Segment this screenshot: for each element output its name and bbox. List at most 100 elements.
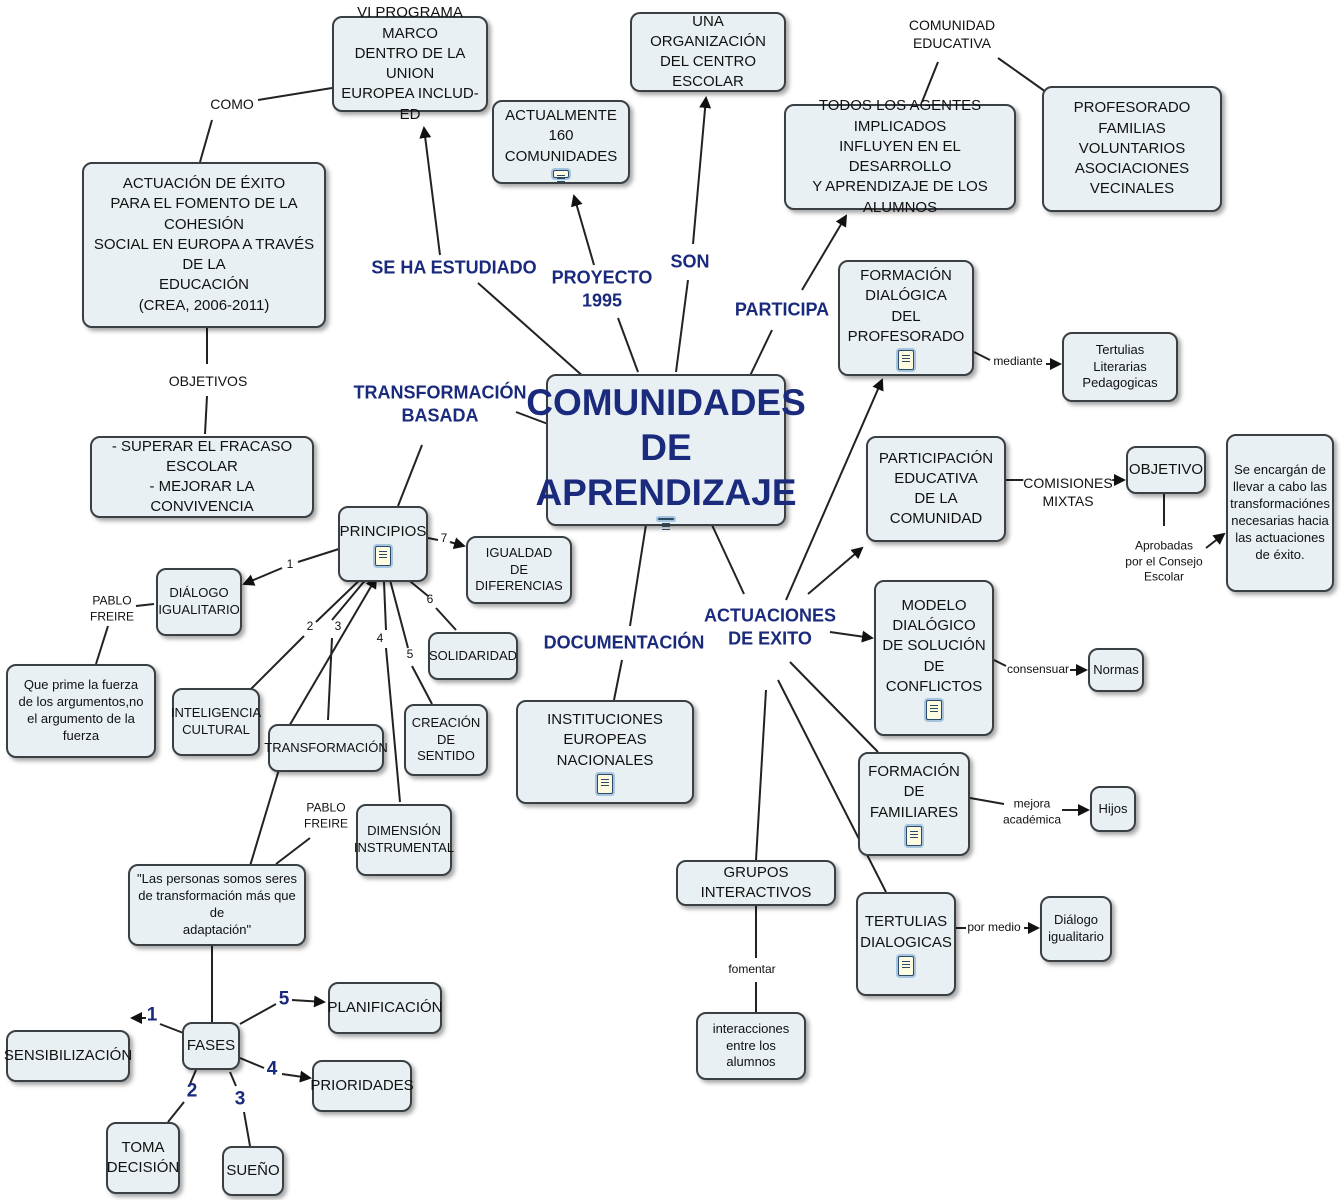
- node-se-encargan[interactable]: Se encargán de llevar a cabo las transfo…: [1226, 434, 1334, 592]
- node-text: Normas: [1093, 661, 1139, 677]
- node-text: PROFESORADO FAMILIAS VOLUNTARIOS ASOCIAC…: [1073, 99, 1191, 198]
- node-planificacion[interactable]: PLANIFICACIÓN: [327, 982, 443, 1034]
- label-objetivos: OBJETIVOS: [168, 371, 248, 391]
- node-solidaridad[interactable]: SOLIDARIDAD: [428, 632, 518, 680]
- node-text: Que prime la fuerza de los argumentos,no…: [18, 677, 144, 743]
- node-text: VI PROGRAMA MARCO DENTRO DE LA UNION EUR…: [341, 4, 479, 123]
- label-comisiones: COMISIONES MIXTAS: [1023, 473, 1113, 511]
- label-documentacion: DOCUMENTACIÓN: [543, 632, 705, 653]
- node-text: GRUPOS INTERACTIVOS: [700, 863, 812, 901]
- node-dialogo-igualitario[interactable]: DIÁLOGO IGUALITARIO: [156, 568, 242, 636]
- node-todos-agentes[interactable]: TODOS LOS AGENTES IMPLICADOS INFLUYEN EN…: [784, 97, 1016, 216]
- document-icon[interactable]: [658, 518, 674, 532]
- node-fases[interactable]: FASES: [182, 1022, 240, 1070]
- label-proyecto: PROYECTO 1995: [551, 267, 653, 311]
- node-objetivo[interactable]: OBJETIVO: [1126, 446, 1206, 494]
- node-participacion[interactable]: PARTICIPACIÓN EDUCATIVA DE LA COMUNIDAD: [866, 436, 1006, 542]
- node-que-prime[interactable]: Que prime la fuerza de los argumentos,no…: [6, 664, 156, 758]
- node-principios[interactable]: PRINCIPIOS: [338, 506, 428, 582]
- node-formacion-profesorado[interactable]: FORMACIÓN DIALÓGICA DEL PROFESORADO: [838, 260, 974, 376]
- node-organizacion[interactable]: UNA ORGANIZACIÓN DEL CENTRO ESCOLAR: [630, 12, 786, 92]
- node-transformacion[interactable]: TRANSFORMACIÓN: [264, 724, 388, 772]
- document-icon[interactable]: [597, 773, 613, 794]
- node-instituciones[interactable]: INSTITUCIONES EUROPEAS NACIONALES: [516, 700, 694, 804]
- node-igualdad[interactable]: IGUALDAD DE DIFERENCIAS: [466, 536, 572, 604]
- document-icon[interactable]: [375, 545, 391, 566]
- node-tertulias-dialogicas[interactable]: TERTULIAS DIALOGICAS: [856, 892, 956, 996]
- node-text: ACTUALMENTE 160 COMUNIDADES: [504, 107, 618, 165]
- label-fase-4: 4: [266, 1058, 278, 1080]
- label-num-1: 1: [286, 557, 294, 572]
- node-text: FASES: [186, 1036, 236, 1054]
- node-text: DIÁLOGO IGUALITARIO: [158, 585, 240, 617]
- label-fase-3: 3: [234, 1088, 246, 1110]
- label-se-ha-estudiado: SE HA ESTUDIADO: [371, 257, 537, 278]
- document-icon[interactable]: [553, 169, 569, 184]
- node-tertulias-literarias[interactable]: Tertulias Literarias Pedagogicas: [1062, 332, 1178, 402]
- document-icon[interactable]: [926, 700, 942, 721]
- node-text: PRIORIDADES: [310, 1076, 414, 1094]
- node-inteligencia[interactable]: INTELIGENCIA CULTURAL: [171, 688, 261, 756]
- node-sensibilizacion[interactable]: SENSIBILIZACIÓN: [3, 1030, 133, 1082]
- label-num-7: 7: [440, 531, 448, 546]
- label-como: COMO: [210, 94, 254, 114]
- label-son: SON: [670, 251, 710, 272]
- node-hijos[interactable]: Hijos: [1090, 786, 1136, 832]
- node-text: TERTULIAS DIALOGICAS: [860, 913, 952, 951]
- document-icon[interactable]: [898, 955, 914, 976]
- document-icon[interactable]: [898, 350, 914, 370]
- node-text: UNA ORGANIZACIÓN DEL CENTRO ESCOLAR: [650, 12, 766, 91]
- node-text: interacciones entre los alumnos: [712, 1020, 790, 1070]
- node-text: DIMENSIÓN INSTRUMENTAL: [353, 823, 455, 855]
- node-sueno[interactable]: SUEÑO: [222, 1146, 284, 1196]
- node-creacion[interactable]: CREACIÓN DE SENTIDO: [404, 704, 488, 776]
- label-mediante: mediante: [993, 354, 1043, 369]
- label-fase-1: 1: [146, 1004, 158, 1026]
- node-formacion-familiares[interactable]: FORMACIÓN DE FAMILIARES: [858, 752, 970, 856]
- label-num-3: 3: [334, 619, 342, 634]
- label-transformacion-basada: TRANSFORMACIÓN BASADA: [353, 382, 527, 426]
- node-text: Hijos: [1098, 800, 1128, 816]
- node-normas[interactable]: Normas: [1088, 648, 1144, 692]
- document-icon[interactable]: [906, 825, 922, 846]
- node-text: TODOS LOS AGENTES IMPLICADOS INFLUYEN EN…: [812, 97, 988, 216]
- node-text: INSTITUCIONES EUROPEAS NACIONALES: [547, 711, 663, 769]
- node-text: PLANIFICACIÓN: [327, 998, 443, 1016]
- main-concept-node[interactable]: COMUNIDADES DE APRENDIZAJE: [526, 374, 806, 532]
- label-num-5: 5: [406, 647, 414, 662]
- node-profesorado[interactable]: PROFESORADO FAMILIAS VOLUNTARIOS ASOCIAC…: [1042, 86, 1222, 212]
- label-por-medio: por medio: [967, 920, 1021, 935]
- node-dimension[interactable]: DIMENSIÓN INSTRUMENTAL: [353, 804, 455, 876]
- node-actuacion-exito[interactable]: ACTUACIÓN DE ÉXITO PARA EL FOMENTO DE LA…: [82, 162, 326, 328]
- node-vi-programa[interactable]: VI PROGRAMA MARCO DENTRO DE LA UNION EUR…: [332, 4, 488, 123]
- node-text: MODELO DIALÓGICO DE SOLUCIÓN DE CONFLICT…: [882, 596, 986, 695]
- node-text: Se encargán de llevar a cabo las transfo…: [1230, 462, 1330, 562]
- node-toma-decision[interactable]: TOMA DECISIÓN: [106, 1122, 180, 1194]
- node-actualmente[interactable]: ACTUALMENTE 160 COMUNIDADES: [492, 100, 630, 184]
- node-modelo[interactable]: MODELO DIALÓGICO DE SOLUCIÓN DE CONFLICT…: [874, 580, 994, 736]
- label-pablo-freire-1: PABLO FREIRE: [89, 593, 135, 623]
- label-num-2: 2: [306, 619, 314, 634]
- node-text: OBJETIVO: [1128, 460, 1204, 478]
- label-aprobadas: Aprobadas por el Consejo Escolar: [1125, 538, 1203, 584]
- node-text: CREACIÓN DE SENTIDO: [411, 714, 481, 764]
- node-text: FORMACIÓN DE FAMILIARES: [868, 763, 960, 821]
- node-prioridades[interactable]: PRIORIDADES: [310, 1060, 414, 1112]
- node-text: SENSIBILIZACIÓN: [3, 1046, 133, 1064]
- label-participa: PARTICIPA: [734, 299, 830, 320]
- node-text: SUEÑO: [226, 1161, 280, 1179]
- main-concept-text: COMUNIDADES DE APRENDIZAJE: [526, 381, 806, 514]
- node-text: ACTUACIÓN DE ÉXITO PARA EL FOMENTO DE LA…: [93, 175, 315, 314]
- node-text: TOMA DECISIÓN: [106, 1138, 180, 1176]
- node-interacciones[interactable]: interacciones entre los alumnos: [696, 1012, 806, 1080]
- node-dialogo-igualitario-2[interactable]: Diálogo igualitario: [1040, 896, 1112, 962]
- node-superar[interactable]: - SUPERAR EL FRACASO ESCOLAR - MEJORAR L…: [90, 436, 314, 518]
- node-text: FORMACIÓN DIALÓGICA DEL PROFESORADO: [847, 267, 965, 345]
- label-fase-2: 2: [186, 1080, 198, 1102]
- node-grupos[interactable]: GRUPOS INTERACTIVOS: [676, 860, 836, 906]
- node-text: TRANSFORMACIÓN: [264, 739, 388, 755]
- label-num-6: 6: [426, 592, 434, 607]
- node-text: IGUALDAD DE DIFERENCIAS: [475, 544, 563, 594]
- node-personas[interactable]: "Las personas somos seres de transformac…: [128, 864, 306, 946]
